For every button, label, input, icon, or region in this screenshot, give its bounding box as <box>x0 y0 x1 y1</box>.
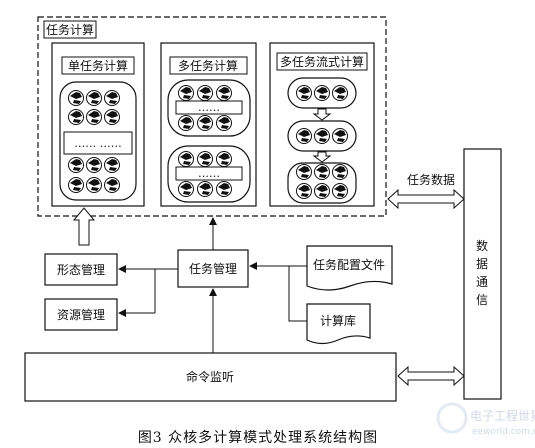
data-comm-char: 通 <box>476 275 488 289</box>
morph-up-arrow <box>72 207 96 246</box>
figure-caption: 图3 众核多计算模式处理系统结构图 <box>138 429 378 446</box>
morph-mgmt-box <box>44 253 118 286</box>
core-ellipsis: …… <box>198 101 220 114</box>
task-compute-title-box <box>43 20 97 39</box>
panel-multi-task-title: 多任务计算 <box>178 58 238 73</box>
panel-stream-task: 多任务流式计算 <box>269 42 375 207</box>
data-comm-box <box>463 148 502 400</box>
flow-arrow-icon <box>312 151 332 163</box>
panel-stream-task-title: 多任务流式计算 <box>280 54 364 69</box>
task-mgmt-label: 任务管理 <box>189 261 237 276</box>
task-config-file <box>306 245 393 291</box>
resource-mgmt-label: 资源管理 <box>57 307 105 322</box>
watermark-logo-icon <box>436 402 468 434</box>
core-grid-single-bottom <box>68 157 120 193</box>
connector-line <box>288 266 307 322</box>
core-ellipsis: …… …… <box>74 137 122 150</box>
flow-arrow-icon <box>312 108 332 121</box>
panel-single-task-title: 单任务计算 <box>68 58 128 73</box>
watermark-url: eeworld.com.cn <box>472 427 535 437</box>
data-comm-char: 数 <box>476 238 488 253</box>
morph-mgmt-label: 形态管理 <box>57 262 105 277</box>
core-grid-single-top <box>68 90 120 125</box>
watermark: 电子工程世界 eeworld.com.cn <box>436 402 535 437</box>
data-comm-char: 据 <box>476 257 488 271</box>
task-compute-title: 任务计算 <box>46 22 94 37</box>
task-data-label: 任务数据 <box>407 172 455 187</box>
task-mgmt-box <box>177 249 249 288</box>
command-comm-double-arrow <box>397 365 465 387</box>
command-listen-box <box>24 352 397 402</box>
data-comm-char: 信 <box>476 293 488 307</box>
watermark-logo-text: 电子工程世界 <box>470 408 535 423</box>
resource-mgmt-box <box>44 298 118 331</box>
compute-lib-file <box>306 303 371 345</box>
task-data-double-arrow <box>387 188 465 210</box>
command-listen-label: 命令监听 <box>186 369 234 384</box>
panel-multi-task: 多任务计算 …… …… <box>160 42 257 207</box>
compute-lib-label: 计算库 <box>320 313 356 328</box>
task-compute-region <box>37 16 387 217</box>
panel-single-task: 单任务计算 …… …… <box>51 42 145 207</box>
task-config-label: 任务配置文件 <box>313 257 385 272</box>
core-ellipsis: …… <box>198 167 220 180</box>
